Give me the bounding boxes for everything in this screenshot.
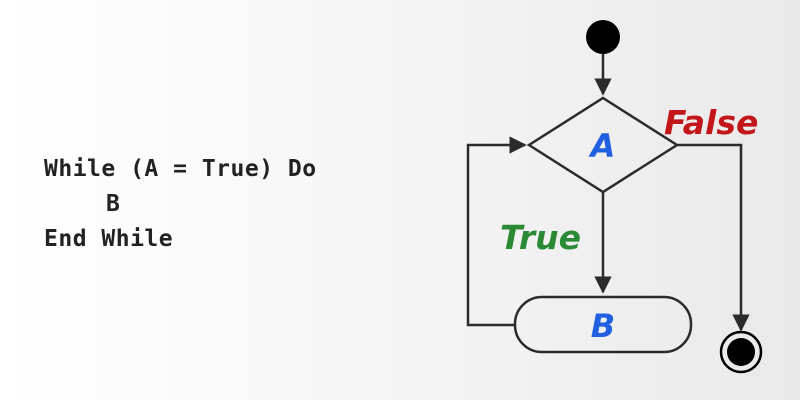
pseudocode-block: While (A = True) Do B End While <box>44 152 317 257</box>
false-label: False <box>664 103 758 142</box>
end-node-core <box>727 338 755 366</box>
loop-back-arrow <box>466 136 527 327</box>
code-line-end: End While <box>44 226 174 252</box>
false-branch-arrow <box>677 143 750 332</box>
action-label: B <box>591 307 615 345</box>
end-node-ring <box>719 330 763 374</box>
code-line-body: B <box>106 191 121 217</box>
decision-label: A <box>588 127 616 165</box>
code-line-while: While (A = True) Do <box>44 156 317 182</box>
true-label: True <box>500 218 581 257</box>
start-node <box>586 20 620 54</box>
